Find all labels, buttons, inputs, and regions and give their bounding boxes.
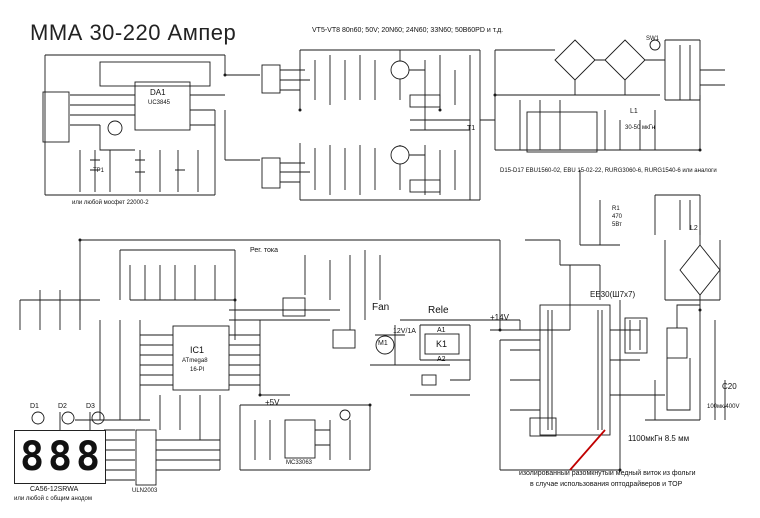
output-bridge-top <box>409 94 441 108</box>
schematic-title: ММА 30-220 Ампер <box>30 20 237 45</box>
t1-label: T1 <box>467 125 476 132</box>
display-digit-1: 8 <box>20 434 45 480</box>
capacitor-bank <box>526 111 598 153</box>
l1-label: L1 <box>630 108 638 115</box>
inductor-label: 1100мкГн 8.5 мм <box>628 434 690 443</box>
warning-note-2: в случае использования оптодрайверов и T… <box>530 481 683 488</box>
bridge-rectifier-3 <box>679 244 721 296</box>
ic1-label: IC1 <box>190 345 205 355</box>
gate-driver-2 <box>261 157 281 189</box>
display-part-label: CA56-12SRWA <box>30 486 79 493</box>
l1-note: 30-50 мкГн <box>625 125 655 131</box>
relay-k1 <box>424 333 460 355</box>
optocoupler-1 <box>282 297 306 317</box>
rele-label: Rele <box>428 305 449 316</box>
seven-segment-display: 8 8 8 <box>14 430 106 484</box>
ic1-package: 16-PI <box>190 367 205 373</box>
transistor-q1 <box>107 120 123 136</box>
display-note: или любой с общим анодом <box>14 496 93 502</box>
gate-driver-1 <box>261 64 281 94</box>
optocoupler-2 <box>332 329 356 349</box>
bridge-rectifier-1 <box>554 39 596 81</box>
optocoupler-3 <box>529 417 557 437</box>
d1-label: D1 <box>30 403 39 410</box>
power-transistor <box>666 327 688 359</box>
transistor-d2 <box>61 411 75 425</box>
relay-a1-label: A1 <box>437 327 446 334</box>
fan-motor <box>375 335 395 355</box>
v5-label: +5V <box>265 398 280 407</box>
transistor-d3 <box>91 411 105 425</box>
ic1-chip <box>172 325 230 391</box>
mosfet-vt7 <box>390 145 410 165</box>
relay-k1-label: K1 <box>436 339 448 349</box>
transformer-ee30 <box>539 304 611 436</box>
transformer-label: ЕЕ30(Ш7х7) <box>590 290 636 299</box>
l2-label: L2 <box>690 225 698 232</box>
r1-label: R1 <box>612 206 620 212</box>
v12-label: 12V/1A <box>393 328 416 335</box>
transistor-d1 <box>31 411 45 425</box>
fan-label: Fan <box>372 302 390 313</box>
transistor-relay <box>421 374 437 386</box>
da1-label: DA1 <box>150 88 166 97</box>
driver-block <box>99 61 211 87</box>
da1-part: UC3845 <box>148 100 171 106</box>
header-note: VT5-VT8 80n60; 50V; 20N60; 24N60; 33N60;… <box>312 27 504 34</box>
inductor-5v <box>339 409 351 421</box>
diode-note: D15-D17 EBU1560-02, EBU 15-02-22, RURG30… <box>500 168 717 174</box>
driver-ic-label: ULN2003 <box>132 488 158 494</box>
switch-label: SW1 <box>646 36 660 42</box>
d3-label: D3 <box>86 403 95 410</box>
output-bridge-bot <box>409 179 441 193</box>
display-digit-3: 8 <box>76 434 101 480</box>
current-regulator-label: Рег. тока <box>250 247 278 254</box>
driver-transformer-label: ТР1 <box>93 168 105 174</box>
mc33063-chip <box>284 419 316 459</box>
display-digit-2: 8 <box>48 434 73 480</box>
fuse <box>649 39 661 51</box>
ic1-part: ATmega8 <box>182 358 208 364</box>
r1-value: 470 <box>612 214 623 220</box>
warning-arrow <box>569 429 606 471</box>
d2-label: D2 <box>58 403 67 410</box>
uln2003-chip <box>135 429 157 486</box>
output-choke <box>624 317 648 354</box>
mosfet-vt5 <box>390 60 410 80</box>
motor-label: M1 <box>378 340 388 347</box>
r1-power: 5Вт <box>612 222 622 228</box>
relay-a2-label: A2 <box>437 356 446 363</box>
warning-note-1: изолированный разомкнутый медный виток и… <box>519 470 696 477</box>
cap-value-label: 100мк/400V <box>707 404 740 410</box>
opto-block <box>42 91 70 143</box>
driver-note: или любой мосфет 22000-2 <box>72 200 149 206</box>
regulator-label: MC33063 <box>286 460 313 466</box>
da1-chip <box>134 81 191 131</box>
bridge-rectifier-2 <box>604 39 646 81</box>
v14-label: +14V <box>490 313 509 322</box>
cap-c20-label: C20 <box>722 382 737 391</box>
